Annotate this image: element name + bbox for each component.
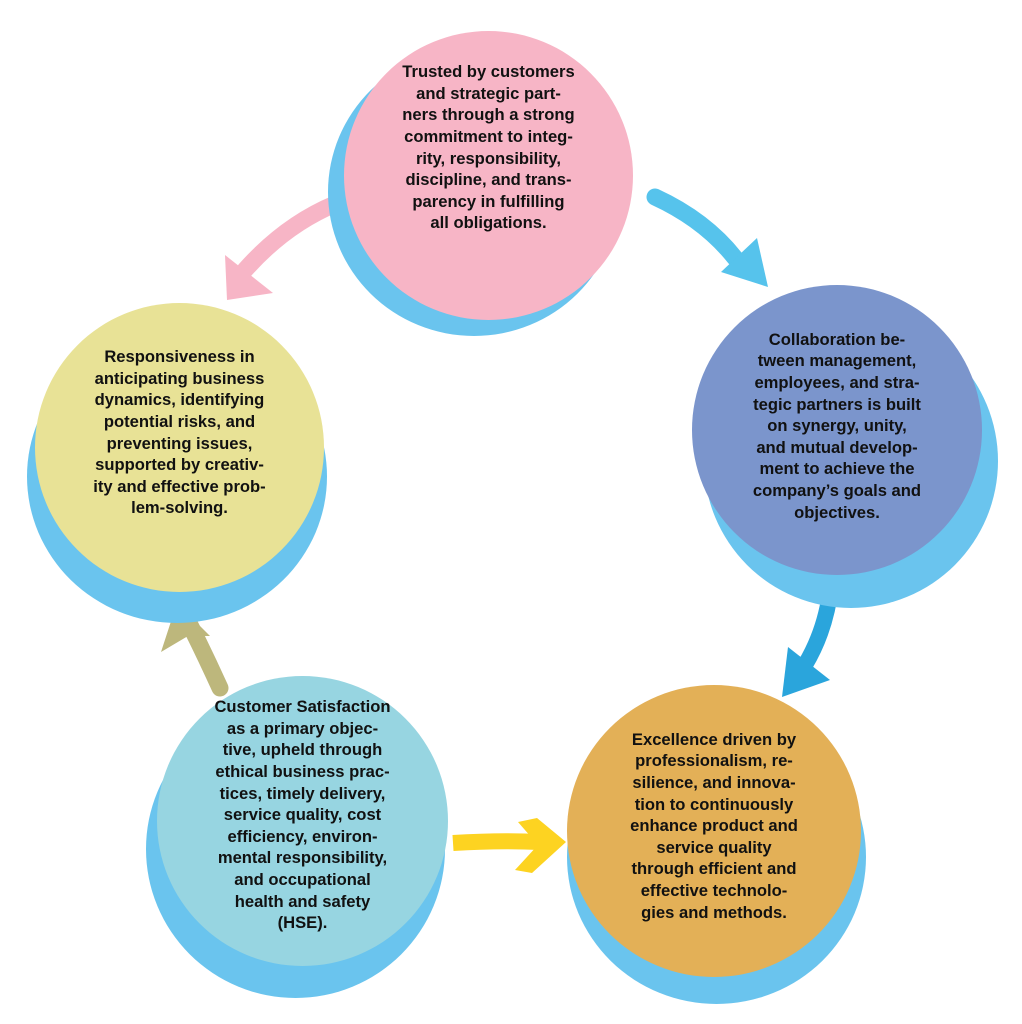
arrow-shaft	[236, 195, 344, 279]
node-text: Trusted by customers and strategic part-…	[402, 62, 575, 233]
node-disc: Responsiveness in anticipating business …	[35, 303, 324, 592]
arrow-head	[515, 818, 566, 873]
node-disc: Excellence driven by professionalism, re…	[567, 685, 861, 977]
node-disc: Trusted by customers and strategic part-…	[344, 31, 633, 320]
arrow-shaft	[452, 833, 541, 851]
node-text: Responsiveness in anticipating business …	[93, 347, 266, 518]
arrow-head	[225, 255, 273, 300]
arrow-integrity-to-responsiveness	[225, 195, 344, 300]
arrow-integrity-to-teamwork	[646, 188, 768, 287]
arrow-customer-to-excellence	[452, 818, 566, 873]
node-text: Excellence driven by professionalism, re…	[630, 729, 798, 922]
arrow-shaft	[646, 188, 744, 267]
node-text: Customer Satisfaction as a primary objec…	[214, 697, 391, 933]
arrow-head	[721, 238, 768, 287]
node-disc: Customer Satisfaction as a primary objec…	[157, 676, 448, 966]
node-disc: Collaboration be- tween management, empl…	[692, 285, 982, 575]
arrow-head	[782, 647, 830, 697]
node-text: Collaboration be- tween management, empl…	[752, 329, 922, 522]
